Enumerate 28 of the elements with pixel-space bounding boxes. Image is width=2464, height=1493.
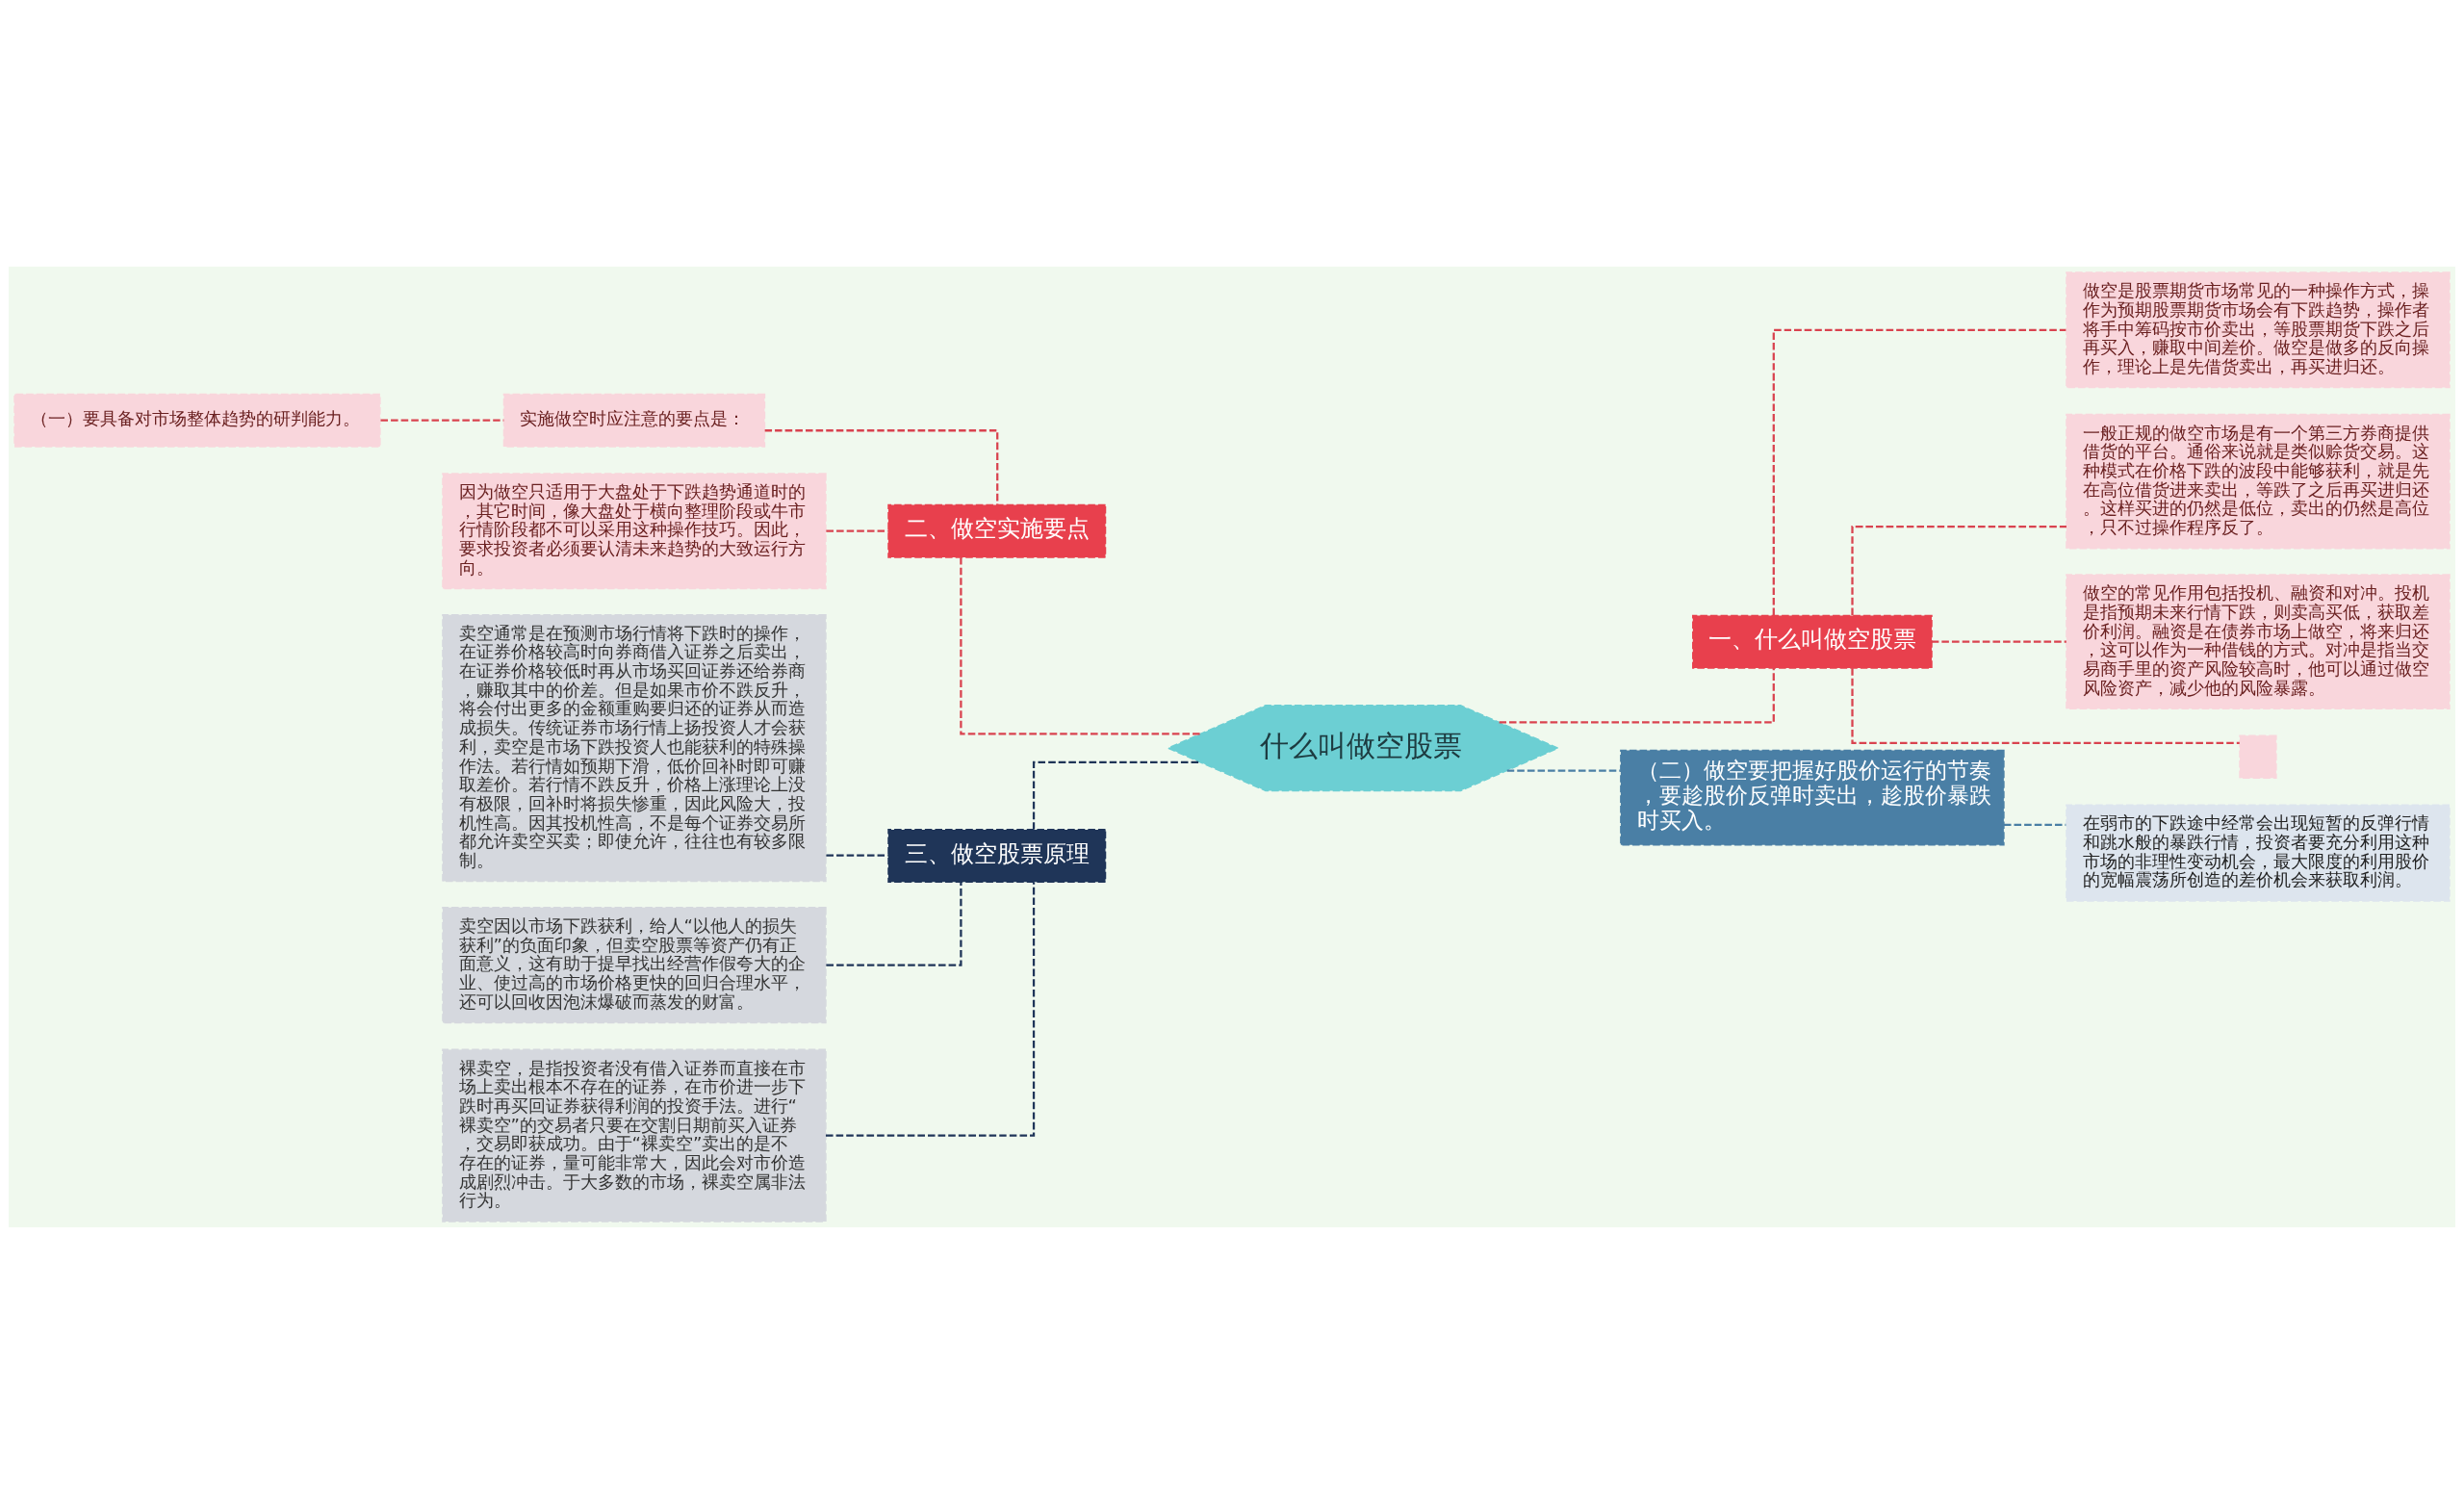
node-box: 三、做空股票原理	[887, 828, 1107, 883]
connector	[826, 529, 888, 532]
connector	[1032, 760, 1201, 830]
connector	[960, 556, 1201, 734]
node-box: （二）做空要把握好股价运行的节奏，要趁股价反弹时卖出，趁股价暴跌时买入。	[1620, 749, 2005, 846]
node-box: 卖空通常是在预测市场行情将下跌时的操作，在证券价格较高时向券商借入证券之后卖出，在证券价格较低时再从市场买回证券还给券商，赚取其中的价差。但是如果市价不跌反升，将会付出更多的金额重购要归还的证券从而造成损失。传统证券市场行情上扬投资人才会获利，卖空是市场下跌投资人也能获利的特殊操作法。若行情如预期下滑，低价回补时即可赚取差价。若行情不跌反升，价格上涨理论上没有极限，回补时将损失惨重，因此风险大，投机性高。因其投机性高，不是每个证券交易所都允许卖空买卖；即使允许，往往也有较多限制。	[442, 613, 827, 882]
connector	[1851, 667, 2240, 744]
node-box: 做空是股票期货市场常见的一种操作方式，操作为预期股票期货市场会有下跌趋势，操作者将手中筹码按市价卖出，等股票期货下跌之后再买入，赚取中间差价。做空是做多的反向操作，理论上是先借货卖出，再买进归还。	[2066, 270, 2451, 388]
node-box: 一、什么叫做空股票	[1692, 614, 1933, 669]
connector	[1506, 768, 1621, 772]
connector	[1932, 640, 2066, 643]
connector	[764, 428, 999, 504]
connector	[1772, 328, 2066, 615]
node-box: 一般正规的做空市场是有一个第三方券商提供借货的平台。通俗来说就是类似赊货交易。这种模式在价格下跌的波段中能够获利，就是先在高位借货进来卖出，等跌了之后再买进归还。这样买进的仍然是低位，卖出的仍然是高位，只不过操作程序反了。	[2066, 413, 2451, 550]
node-box: 裸卖空，是指投资者没有借入证券而直接在市场上卖出根本不存在的证券，在市价进一步下跌时再买回证券获得利润的投资手法。进行“裸卖空”的交易者只要在交割日期前买入证券，交易即获成功。由于“裸卖空”卖出的是不存在的证券，量可能非常大，因此会对市价造成剧烈冲击。于大多数的市场，裸卖空属非法行为。	[442, 1048, 827, 1223]
connector	[826, 881, 1036, 1137]
node-box: （一）要具备对市场整体趋势的研判能力。	[13, 393, 381, 448]
connector	[826, 882, 962, 966]
node-box	[2239, 734, 2277, 779]
connector	[826, 854, 888, 857]
node-box: 实施做空时应注意的要点是：	[502, 393, 766, 448]
connector	[1499, 667, 1775, 723]
node-box: 因为做空只适用于大盘处于下跌趋势通道时的，其它时间，像大盘处于横向整理阶段或牛市行情阶段都不可以采用这种操作技巧。因此，要求投资者必须要认清未来趋势的大致运行方向。	[442, 472, 827, 589]
connector	[1851, 525, 2066, 615]
node-box: 二、做空实施要点	[887, 503, 1107, 558]
node-box: 在弱市的下跌途中经常会出现短暂的反弹行情和跳水般的暴跌行情，投资者要充分利用这种市场的非理性变动机会，最大限度的利用股价的宽幅震荡所创造的差价机会来获取利润。	[2066, 803, 2451, 902]
node-box: 做空的常见作用包括投机、融资和对冲。投机是指预期未来行情下跌，则卖高买低，获取差价利润。融资是在债券市场上做空，将来归还，这可以作为一种借钱的方式。对冲是指当交易商手里的资产风险较高时，他可以通过做空风险资产，减少他的风险暴露。	[2066, 573, 2451, 709]
node-box: 卖空因以市场下跌获利，给人“以他人的损失获利”的负面印象，但卖空股票等资产仍有正面意义，这有助于提早找出经营作假夸大的企业、使过高的市场价格更快的回归合理水平，还可以回收因泡沫爆破而蒸发的财富。	[442, 906, 827, 1023]
